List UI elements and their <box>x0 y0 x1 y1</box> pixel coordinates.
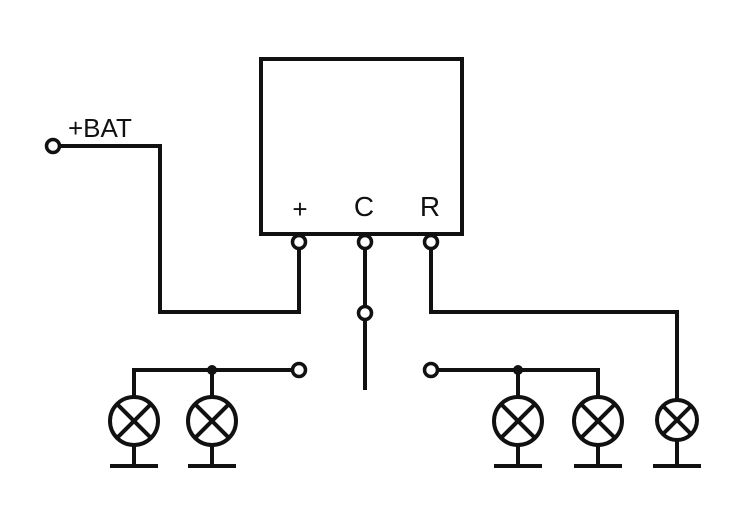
lamp-cross-line <box>193 402 231 440</box>
lamp-left-2 <box>186 395 238 468</box>
battery-terminal <box>44 137 62 155</box>
battery-label: +BAT <box>68 113 132 143</box>
left-bus-wire <box>132 368 294 398</box>
lamp-left-1 <box>108 395 160 468</box>
battery-wire <box>58 144 301 314</box>
lamp-cross-line <box>579 402 617 440</box>
right-junction-dot <box>513 365 523 375</box>
left-contact-terminal <box>290 361 308 379</box>
lamp-right-2 <box>572 395 624 468</box>
switch-pivot <box>356 304 374 322</box>
lamp-cross-line <box>499 402 537 440</box>
lamps-group <box>108 395 701 468</box>
flasher-unit-box <box>259 57 464 236</box>
terminal-label-c: C <box>354 191 374 222</box>
terminal-label-plus: + <box>292 194 307 224</box>
left-junction-dot <box>207 365 217 375</box>
terminal-r <box>422 233 440 251</box>
terminal-plus <box>290 233 308 251</box>
lamp-cross-line <box>115 402 153 440</box>
right-contact-terminal <box>422 361 440 379</box>
terminal-c <box>356 233 374 251</box>
lamp-indicator <box>653 398 701 468</box>
lamp-right-1 <box>492 395 544 468</box>
relay-wire <box>429 240 679 401</box>
right-bus-wire <box>436 368 600 398</box>
lamp-cross-line <box>661 404 693 436</box>
terminal-label-r: R <box>420 191 440 222</box>
